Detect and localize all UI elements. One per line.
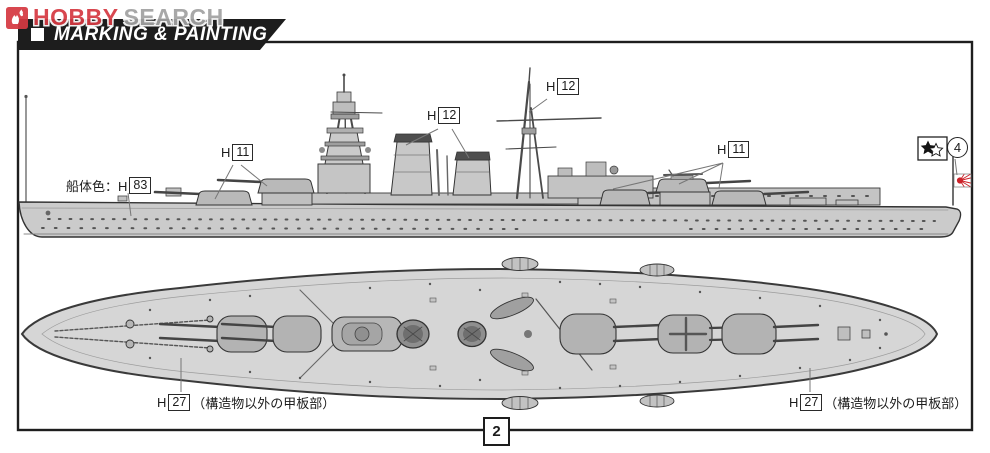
superstructure-top	[331, 316, 403, 352]
callout-funnels-prefix: H	[427, 108, 437, 123]
rising-sun-flag-icon	[951, 147, 972, 206]
funnel-2-side	[452, 151, 492, 196]
callout-turrets-left-prefix: H	[221, 145, 231, 160]
funnel-2-top	[457, 320, 487, 348]
paint-code-box-83: 83	[129, 177, 152, 194]
turret-x-top	[657, 314, 750, 354]
watermark-word-hobby: HOBBY	[33, 4, 119, 30]
paint-code-box-12-mast: 12	[557, 78, 580, 95]
hobby-search-watermark: HOBBY SEARCH	[6, 4, 224, 31]
side-view-illustration	[18, 67, 972, 238]
section-title: MARKING & PAINTING	[54, 23, 268, 45]
hull-side	[18, 201, 962, 238]
callout-hull-color-prefix: 船体色：H	[66, 179, 128, 194]
turret-a-side	[153, 190, 253, 206]
flag-number-badge: 4	[947, 137, 968, 158]
paint-code-box-11-left: 11	[232, 144, 254, 161]
turret-y-side	[711, 190, 810, 206]
jackstaff	[24, 94, 28, 203]
paint-code-box-11-right: 11	[728, 141, 750, 158]
callout-deck-left-suffix: （構造物以外の甲板部）	[192, 396, 336, 411]
page-number-box: 2	[483, 417, 510, 446]
callout-deck-right-prefix: H	[789, 395, 799, 410]
watermark-word-search: SEARCH	[123, 4, 224, 30]
section-banner: MARKING & PAINTING	[18, 19, 286, 50]
searchlight	[609, 165, 619, 175]
turret-y-top	[721, 313, 820, 355]
callout-turrets-right-prefix: H	[717, 142, 727, 157]
funnel-1-top	[396, 319, 430, 349]
deck-detail-dots	[148, 280, 882, 390]
paint-code-box-27-right: 27	[800, 394, 823, 411]
leader-lines	[127, 98, 958, 392]
paint-code-box-27-left: 27	[168, 394, 191, 411]
paint-code-box-12-funnels: 12	[438, 107, 461, 124]
banner-bullet-square	[31, 28, 44, 41]
floatplane-side	[663, 169, 703, 180]
hobby-search-flame-icon	[6, 6, 28, 29]
callout-mast-prefix: H	[546, 79, 556, 94]
callout-deck-right-suffix: （構造物以外の甲板部）	[824, 396, 968, 411]
star-decal-icon	[917, 136, 948, 161]
turret-b-top	[220, 315, 322, 353]
funnel-1-side	[390, 133, 433, 196]
main-mast	[496, 67, 602, 200]
top-view-illustration	[20, 257, 939, 410]
anchor	[45, 210, 51, 216]
pagoda-mast	[317, 73, 383, 194]
callout-deck-left-prefix: H	[157, 395, 167, 410]
turret-c-top	[559, 313, 664, 355]
